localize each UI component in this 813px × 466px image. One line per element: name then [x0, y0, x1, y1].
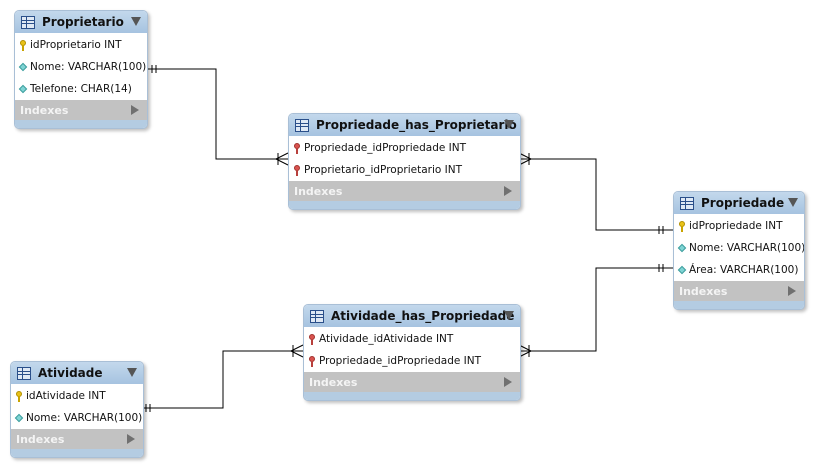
chevron-down-icon[interactable] [504, 120, 514, 129]
table-propriedade-has-proprietario[interactable]: Propriedade_has_Proprietario Propriedade… [288, 113, 521, 210]
column-row[interactable]: idProprietario INT [15, 34, 147, 56]
column-row[interactable]: Nome: VARCHAR(100) [15, 56, 147, 78]
table-title: Atividade_has_Propriedade [331, 309, 515, 323]
table-icon [310, 309, 324, 323]
indexes-label: Indexes [309, 375, 358, 389]
foreign-key-icon [293, 164, 301, 176]
table-header[interactable]: Propriedade [674, 192, 804, 214]
table-icon [295, 118, 309, 132]
table-header[interactable]: Proprietario [15, 11, 147, 33]
chevron-down-icon[interactable] [131, 17, 141, 26]
column-row[interactable]: idAtividade INT [11, 385, 143, 407]
column-row[interactable]: Área: VARCHAR(100) [674, 259, 804, 281]
table-bottom-bar [304, 392, 520, 400]
column-label: Propriedade_idPropriedade INT [319, 355, 482, 367]
foreign-key-icon [308, 333, 316, 345]
diamond-icon [678, 264, 686, 276]
table-title: Proprietario [42, 15, 124, 29]
indexes-section[interactable]: Indexes [304, 372, 520, 392]
column-label: idPropriedade INT [689, 220, 783, 232]
table-bottom-bar [289, 201, 520, 209]
column-row[interactable]: Propriedade_idPropriedade INT [289, 137, 520, 159]
key-icon [15, 390, 23, 402]
table-title: Propriedade [701, 196, 785, 210]
expand-arrow-icon[interactable] [504, 186, 512, 196]
column-row[interactable]: Telefone: CHAR(14) [15, 78, 147, 100]
column-row[interactable]: Atividade_idAtividade INT [304, 328, 520, 350]
key-icon [19, 39, 27, 51]
indexes-section[interactable]: Indexes [15, 100, 147, 120]
relationship-propriedade-link-1 [518, 152, 673, 234]
indexes-section[interactable]: Indexes [11, 429, 143, 449]
column-label: Propriedade_idPropriedade INT [304, 142, 467, 154]
column-label: Área: VARCHAR(100) [689, 264, 799, 276]
column-label: Nome: VARCHAR(100) [30, 61, 147, 73]
table-icon [680, 196, 694, 210]
table-bottom-bar [11, 449, 143, 457]
foreign-key-icon [308, 355, 316, 367]
table-bottom-bar [674, 301, 804, 309]
diamond-icon [678, 242, 686, 254]
table-propriedade[interactable]: Propriedade idPropriedade INT Nome: VARC… [673, 191, 805, 310]
relationship-propriedade-link-2 [518, 264, 673, 358]
column-label: Atividade_idAtividade INT [319, 333, 454, 345]
expand-arrow-icon[interactable] [504, 377, 512, 387]
table-proprietario[interactable]: Proprietario idProprietario INT Nome: VA… [14, 10, 148, 129]
diamond-icon [15, 412, 23, 424]
column-row[interactable]: Propriedade_idPropriedade INT [304, 350, 520, 372]
table-title: Propriedade_has_Proprietario [316, 118, 517, 132]
chevron-down-icon[interactable] [127, 368, 137, 377]
table-header[interactable]: Propriedade_has_Proprietario [289, 114, 520, 136]
indexes-label: Indexes [294, 184, 343, 198]
expand-arrow-icon[interactable] [131, 105, 139, 115]
diamond-icon [19, 83, 27, 95]
relationship-atividade-link [142, 344, 304, 412]
indexes-section[interactable]: Indexes [289, 181, 520, 201]
column-row[interactable]: Nome: VARCHAR(100) [11, 407, 143, 429]
table-title: Atividade [38, 366, 103, 380]
column-label: Telefone: CHAR(14) [30, 83, 132, 95]
column-label: idAtividade INT [26, 390, 106, 402]
expand-arrow-icon[interactable] [127, 434, 135, 444]
expand-arrow-icon[interactable] [788, 286, 796, 296]
indexes-label: Indexes [20, 103, 69, 117]
table-icon [17, 366, 31, 380]
key-icon [678, 220, 686, 232]
relationship-proprietario-link [146, 65, 289, 166]
column-label: Nome: VARCHAR(100) [26, 412, 143, 424]
column-label: idProprietario INT [30, 39, 122, 51]
indexes-section[interactable]: Indexes [674, 281, 804, 301]
diamond-icon [19, 61, 27, 73]
table-atividade[interactable]: Atividade idAtividade INT Nome: VARCHAR(… [10, 361, 144, 458]
column-row[interactable]: Nome: VARCHAR(100) [674, 237, 804, 259]
column-row[interactable]: Proprietario_idProprietario INT [289, 159, 520, 181]
table-header[interactable]: Atividade [11, 362, 143, 384]
column-row[interactable]: idPropriedade INT [674, 215, 804, 237]
column-label: Proprietario_idProprietario INT [304, 164, 462, 176]
chevron-down-icon[interactable] [504, 311, 514, 320]
table-icon [21, 15, 35, 29]
foreign-key-icon [293, 142, 301, 154]
indexes-label: Indexes [16, 432, 65, 446]
indexes-label: Indexes [679, 284, 728, 298]
column-label: Nome: VARCHAR(100) [689, 242, 805, 254]
chevron-down-icon[interactable] [788, 198, 798, 207]
table-atividade-has-propriedade[interactable]: Atividade_has_Propriedade Atividade_idAt… [303, 304, 521, 401]
table-bottom-bar [15, 120, 147, 128]
table-header[interactable]: Atividade_has_Propriedade [304, 305, 520, 327]
